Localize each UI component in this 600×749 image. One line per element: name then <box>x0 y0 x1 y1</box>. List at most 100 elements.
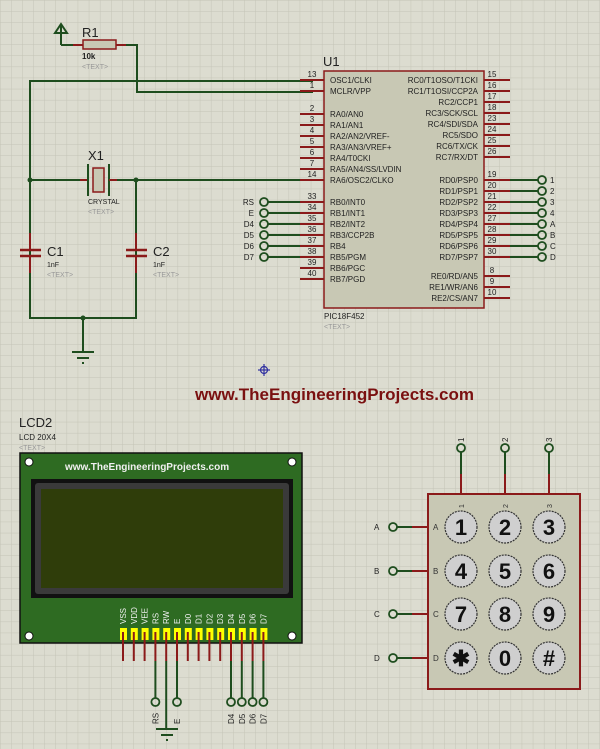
lcd-pin-d2[interactable]: D2 <box>205 613 214 661</box>
lcd-terminal-rs[interactable]: RS <box>150 661 160 724</box>
keypad-key-hash[interactable]: # <box>532 641 566 675</box>
keypad-key-6[interactable]: 6 <box>532 554 566 588</box>
terminal-2[interactable]: 2 <box>510 186 555 196</box>
resistor-r1[interactable]: R1 10k <TEXT> <box>61 25 126 71</box>
lcd-terminal-d6[interactable]: D6 <box>247 661 258 724</box>
capacitor-c1[interactable]: C1 1nF <TEXT> <box>20 233 73 279</box>
lcd-pin-rw[interactable]: RW <box>162 610 171 661</box>
terminal-1[interactable]: 1 <box>510 175 555 185</box>
keypad-key-1[interactable]: 1 <box>444 510 478 544</box>
capacitor-c2[interactable]: C2 1nF <TEXT> <box>126 233 179 279</box>
lcd-pin-d6[interactable]: D6 <box>249 613 258 661</box>
terminal-c[interactable]: C <box>510 241 556 251</box>
keypad-key-3[interactable]: 3 <box>532 510 566 544</box>
keypad-column-3[interactable]: 33 <box>544 437 554 508</box>
lcd-pin-d3[interactable]: D3 <box>216 613 225 661</box>
keypad-key-8[interactable]: 8 <box>488 597 522 631</box>
terminal-3[interactable]: 3 <box>510 197 555 207</box>
lcd-terminal-d7[interactable]: D7 <box>258 661 268 724</box>
terminal-d6[interactable]: D6 <box>244 241 300 251</box>
keypad-key-5[interactable]: 5 <box>488 554 522 588</box>
lcd-pin-d4[interactable]: D4 <box>227 613 236 661</box>
lcd-pin-e[interactable]: E <box>173 619 182 661</box>
mcu-u1[interactable]: U1 13OSC1/CLKI1MCLR/VPP2RA0/AN03RA1/AN14… <box>300 54 510 331</box>
lcd-screen[interactable] <box>41 489 283 588</box>
keypad-key-9[interactable]: 9 <box>532 597 566 631</box>
terminal-d4[interactable]: D4 <box>244 219 300 229</box>
power-terminal[interactable] <box>53 22 69 45</box>
keypad-key-0[interactable]: 0 <box>488 641 522 675</box>
keypad-key-star[interactable]: ✱ <box>444 641 478 675</box>
keypad-key-7[interactable]: 7 <box>444 597 478 631</box>
terminal-e[interactable]: E <box>249 208 300 218</box>
lcd-terminal-d5[interactable]: D5 <box>236 661 247 724</box>
terminal-a[interactable]: A <box>510 219 556 229</box>
lcd-pin-d7[interactable]: D7 <box>259 613 268 661</box>
terminal-rs[interactable]: RS <box>243 197 300 207</box>
lcd-pin-vss[interactable]: VSS <box>119 608 128 661</box>
key-cap <box>444 641 478 675</box>
lcd-terminal-e[interactable]: E <box>172 661 182 724</box>
lcd-pin-d1[interactable]: D1 <box>195 613 204 661</box>
lcd-pin-vdd[interactable]: VDD <box>130 607 139 661</box>
terminal-d[interactable]: D <box>510 252 556 262</box>
terminal-b[interactable]: B <box>510 230 555 240</box>
lcd-pin-d5[interactable]: D5 <box>238 613 247 661</box>
keypad-column-1[interactable]: 11 <box>456 437 466 508</box>
lcd-pin-rs[interactable]: RS <box>151 613 160 661</box>
lcd-pin-vee[interactable]: VEE <box>141 608 150 661</box>
lcd-pin-d0[interactable]: D0 <box>184 613 193 661</box>
crystal-x1[interactable]: X1 CRYSTAL <TEXT> <box>80 148 120 216</box>
keypad-key-2[interactable]: 2 <box>488 510 522 544</box>
lcd-terminal-d4[interactable]: D4 <box>226 661 236 724</box>
keypad-key-4[interactable]: 4 <box>444 554 478 588</box>
terminal-d7[interactable]: D7 <box>244 252 300 262</box>
terminal-d5[interactable]: D5 <box>244 230 300 240</box>
terminal-4[interactable]: 4 <box>510 208 555 218</box>
lcd-lcd2[interactable]: LCD2 LCD 20X4 <TEXT> www.TheEngineeringP… <box>19 415 303 661</box>
keypad-column-2[interactable]: 22 <box>500 437 510 508</box>
